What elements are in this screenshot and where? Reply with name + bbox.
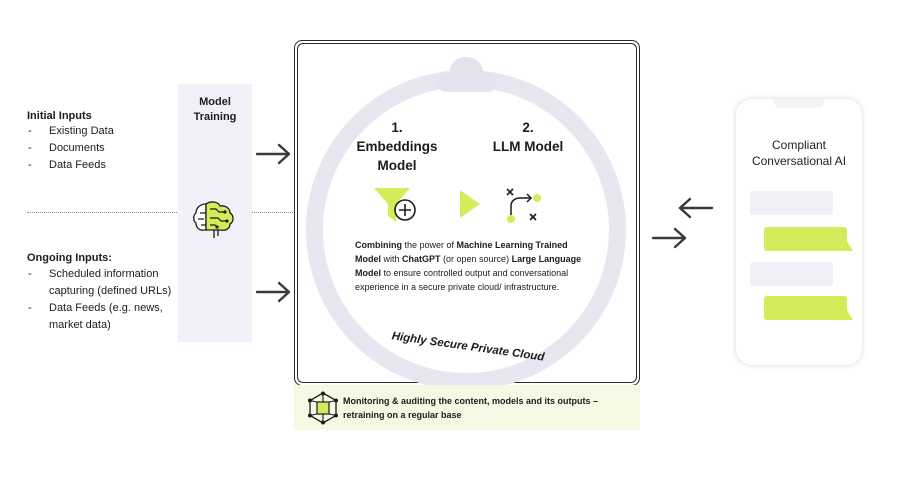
- list-item: Documents: [27, 140, 177, 157]
- phone-title-line2: Conversational AI: [751, 154, 847, 168]
- desc-text: the power of: [402, 240, 457, 250]
- desc-bold-chatgpt: ChatGPT: [402, 254, 441, 264]
- desc-text: to ensure controlled output and conversa…: [355, 268, 569, 292]
- arrow-right-icon: [651, 227, 687, 249]
- initial-inputs-title: Initial Inputs: [27, 110, 92, 122]
- arrow-left-icon: [678, 197, 714, 219]
- desc-text: (or open source): [440, 254, 512, 264]
- inputs-divider: [27, 212, 295, 213]
- bubble-tail: [845, 238, 853, 251]
- network-cube-icon: [308, 391, 338, 425]
- phone-notch: [774, 99, 824, 108]
- step-title-line2: Model: [377, 158, 417, 173]
- monitoring-text: Monitoring & auditing the content, model…: [343, 394, 633, 422]
- list-item: Data Feeds: [27, 157, 177, 174]
- step-number: 2.: [522, 120, 534, 135]
- chat-bubble-outgoing: [764, 227, 847, 251]
- step-title-line1: Embeddings: [356, 139, 438, 154]
- list-item: Data Feeds (e.g. news, market data): [27, 300, 182, 334]
- brain-circuit-icon: [193, 201, 234, 238]
- architecture-description: Combining the power of Machine Learning …: [355, 238, 583, 294]
- list-item: Existing Data: [27, 123, 177, 140]
- step-title-line1: LLM Model: [492, 139, 564, 154]
- model-training-label-line2: Training: [193, 111, 237, 123]
- monitoring-text-line1: Monitoring & auditing the content, model…: [343, 396, 598, 406]
- ongoing-inputs-title: Ongoing Inputs:: [27, 252, 112, 264]
- model-training-label-line1: Model: [199, 96, 231, 108]
- chat-bubble-outgoing: [764, 296, 847, 320]
- desc-bold-ml-model: Machine Learning Trained Model: [355, 240, 568, 264]
- arrow-right-icon: [255, 143, 291, 165]
- funnel-plus-icon: [374, 188, 416, 222]
- ongoing-inputs-list: Scheduled information capturing (defined…: [27, 266, 182, 334]
- desc-bold-llm: Large Language Model: [355, 254, 582, 278]
- phone-title: Compliant Conversational AI: [736, 137, 862, 169]
- step-llm-model: 2. LLM Model: [474, 118, 582, 156]
- step-embeddings-model: 1. Embeddings Model: [343, 118, 451, 175]
- initial-inputs-list: Existing Data Documents Data Feeds: [27, 123, 177, 174]
- ongoing-inputs: Ongoing Inputs: Scheduled information ca…: [27, 252, 182, 334]
- play-triangle-icon: [460, 190, 480, 218]
- monitoring-text-line2: retraining on a regular base: [343, 410, 462, 420]
- initial-inputs: Initial Inputs Existing Data Documents D…: [27, 110, 177, 174]
- chat-bubble-incoming: [750, 191, 833, 215]
- arrow-right-icon: [255, 281, 291, 303]
- cloud-icon: [436, 56, 496, 92]
- phone-title-line1: Compliant: [771, 138, 827, 152]
- desc-bold-combining: Combining: [355, 240, 402, 250]
- model-training-label: Model Training: [178, 95, 252, 125]
- list-item: Scheduled information capturing (defined…: [27, 266, 182, 300]
- desc-text: with: [381, 254, 403, 264]
- bubble-tail: [845, 307, 853, 320]
- monitoring-bar: [294, 385, 640, 430]
- step-number: 1.: [391, 120, 403, 135]
- path-route-icon: [506, 188, 541, 223]
- chat-bubble-incoming: [750, 262, 833, 286]
